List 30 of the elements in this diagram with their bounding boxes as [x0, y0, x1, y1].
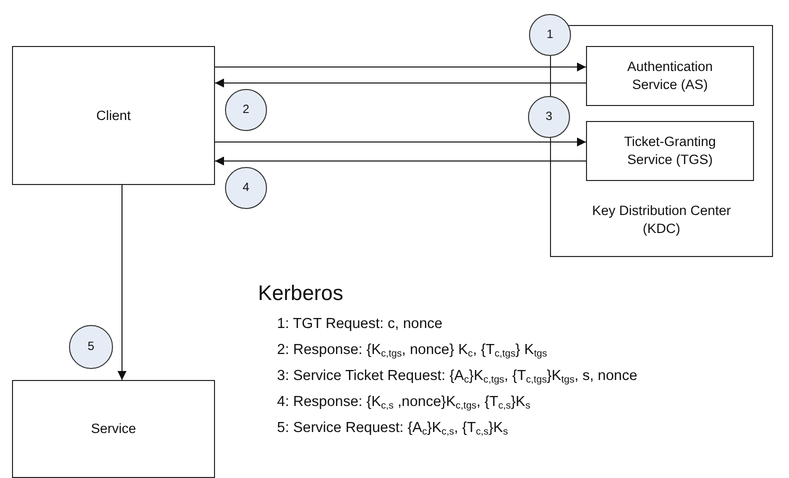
step-number-circle	[225, 89, 267, 131]
message-description: 2: Response: {K$_{c,tgs}$, nonce} K$_{c}$, {T$_{c,tgs}$} K$_{tgs}$	[277, 342, 548, 360]
message-description: 4: Response: {K$_{c,s}$ ,nonce}K$_{c,tgs}$, {T$_{c,s}$}K$_{s}$	[277, 394, 530, 412]
step-number-circle	[528, 96, 570, 138]
process-box	[586, 46, 754, 106]
node-label: Service	[90, 420, 137, 438]
step-number-circle	[529, 14, 571, 56]
step-number: 4	[242, 180, 250, 196]
arrow	[214, 156, 586, 166]
message-description: 1: TGT Request: c, nonce	[277, 316, 442, 332]
message-description: 5: Service Request: {A$_{c}$}K$_{c,s}$, {T$_{c,s}$}K$_{s}$	[277, 420, 508, 438]
arrow	[118, 184, 126, 380]
step-number-circle	[225, 167, 267, 209]
node-label: Authentication Service (AS)	[626, 58, 714, 94]
process-box	[12, 380, 215, 478]
message-description: 3: Service Ticket Request: {A$_{c}$}K$_{c,tgs}$, {T$_{c,tgs}$}K$_{tgs}$, s, nonce	[277, 368, 638, 386]
step-number: 3	[546, 109, 552, 125]
step-number: 2	[242, 102, 250, 118]
node-label: Client	[95, 106, 132, 124]
arrow	[214, 62, 586, 72]
process-box	[12, 46, 215, 185]
step-number-circle	[69, 325, 113, 369]
arrow	[214, 138, 586, 146]
step-number: 5	[88, 339, 94, 355]
diagram-title: Kerberos	[258, 282, 344, 306]
node-label: Key Distribution Center (KDC)	[591, 202, 732, 238]
node-label: Ticket-Granting Service (TGS)	[623, 133, 717, 169]
process-box	[586, 121, 754, 181]
arrow	[214, 78, 586, 88]
step-number: 1	[546, 27, 554, 43]
